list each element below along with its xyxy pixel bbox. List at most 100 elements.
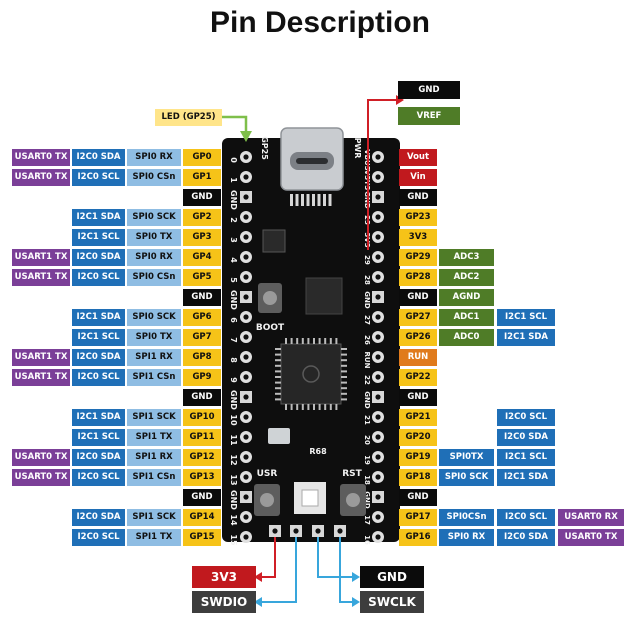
silk-left-number: 1 <box>229 177 238 183</box>
right-pin-gp19: GP19 <box>399 448 437 466</box>
regulator-chip <box>262 229 286 253</box>
page-title: Pin Description <box>209 6 431 39</box>
left-spi-label: SPI1 TX <box>127 428 181 446</box>
chip-lead <box>301 404 304 410</box>
right-pin-gp20: GP20 <box>399 428 437 446</box>
left-uart-label: USART0 TX <box>12 468 70 486</box>
left-pin-gp3: GP3 <box>183 228 221 246</box>
left-pin-gp9: GP9 <box>183 368 221 386</box>
chip-lead <box>329 404 332 410</box>
chip-lead <box>313 338 315 344</box>
debug-pad-hole <box>315 528 321 534</box>
right-spi-label: SPI0 SCK <box>439 468 494 486</box>
pin-hole-left <box>243 454 249 460</box>
left-spi-label: SPI0 TX <box>127 328 181 346</box>
right-uart-label: USART0 TX <box>558 528 624 546</box>
chip-lead <box>341 392 347 395</box>
left-pin-gp4: GP4 <box>183 248 221 266</box>
debug-pad-hole <box>272 528 278 534</box>
right-pin-3v3: 3V3 <box>399 228 437 246</box>
left-pin-gp15: GP15 <box>183 528 221 546</box>
chip-lead <box>313 404 315 410</box>
pin-hole-right <box>375 214 381 220</box>
chip-lead <box>285 404 287 410</box>
silk-right-number: 26 <box>363 335 371 345</box>
silk-left-number: GND <box>229 190 238 210</box>
silk-left-number: 8 <box>229 357 238 363</box>
chip-lead <box>329 338 332 344</box>
pin-hole-left <box>243 154 249 160</box>
rst-label: RST <box>342 469 362 479</box>
pin-hole-right <box>375 394 381 400</box>
usr-button <box>260 493 274 507</box>
right-i2c-label: I2C1 SCL <box>497 308 555 326</box>
pin-hole-left <box>243 494 249 500</box>
pin-hole-left <box>243 534 249 540</box>
left-spi-label: SPI0 SCK <box>127 308 181 326</box>
silk-left-number: 6 <box>229 317 238 323</box>
chip-lead <box>341 381 347 384</box>
silk-right-number: 18 <box>363 475 371 485</box>
left-pin-gnd: GND <box>183 188 221 206</box>
pin-hole-right <box>375 534 381 540</box>
chip-lead <box>341 398 347 401</box>
left-uart-label: USART1 TX <box>12 268 70 286</box>
silk-right-number: 19 <box>363 455 371 465</box>
left-i2c-label: I2C1 SDA <box>72 408 125 426</box>
right-i2c-label: I2C1 SDA <box>497 468 555 486</box>
left-pin-gp8: GP8 <box>183 348 221 366</box>
right-i2c-label: I2C1 SCL <box>497 448 555 466</box>
chip-lead <box>296 404 299 410</box>
right-pin-vin: Vin <box>399 168 437 186</box>
left-spi-label: SPI0 TX <box>127 228 181 246</box>
silk-right-number: GND <box>363 291 371 309</box>
chip-lead <box>318 338 321 344</box>
chip-lead <box>341 376 347 378</box>
silk-left-number: GND <box>229 290 238 310</box>
left-spi-label: SPI1 CSn <box>127 368 181 386</box>
left-spi-label: SPI0 CSn <box>127 268 181 286</box>
chip-lead <box>275 359 281 362</box>
left-i2c-label: I2C0 SCL <box>72 368 125 386</box>
pin-hole-right <box>375 154 381 160</box>
right-pin-gp16: GP16 <box>399 528 437 546</box>
left-pin-gp2: GP2 <box>183 208 221 226</box>
3v3-line <box>258 537 276 578</box>
right-pin-gnd: GND <box>399 488 437 506</box>
chip-lead <box>341 348 347 350</box>
silk-right-number: 20 <box>363 435 371 445</box>
left-spi-label: SPI0 RX <box>127 148 181 166</box>
right-pin-gp29: GP29 <box>399 248 437 266</box>
left-spi-label: SPI1 RX <box>127 348 181 366</box>
chip-lead <box>307 338 310 344</box>
boot-button <box>263 291 277 305</box>
bottom-swdio-label: SWDIO <box>192 591 256 613</box>
pin-hole-right <box>375 174 381 180</box>
left-i2c-label: I2C0 SCL <box>72 168 125 186</box>
left-spi-label: SPI0 CSn <box>127 168 181 186</box>
left-spi-label: SPI1 RX <box>127 448 181 466</box>
pin-hole-right <box>375 454 381 460</box>
chip-logo-icon <box>302 365 320 383</box>
debug-pad-hole <box>293 528 299 534</box>
left-i2c-label: I2C0 SDA <box>72 348 125 366</box>
right-pin-gp26: GP26 <box>399 328 437 346</box>
pin-hole-left <box>243 174 249 180</box>
silk-right-number: 17 <box>363 515 371 525</box>
chip-lead <box>275 370 281 373</box>
silk-right-number: GND <box>363 391 371 409</box>
right-pin-gp21: GP21 <box>399 408 437 426</box>
led-arrow-head <box>240 131 252 142</box>
chip-lead <box>341 370 347 373</box>
pin-hole-right <box>375 374 381 380</box>
silk-left-number: 15 <box>229 534 238 546</box>
silk-left-number: GND <box>229 490 238 510</box>
pin-hole-left <box>243 214 249 220</box>
gp25-silk: GP25 <box>260 136 269 160</box>
silk-left-number: GND <box>229 390 238 410</box>
swclk-line <box>339 537 356 603</box>
pin-hole-left <box>243 434 249 440</box>
pin-hole-left <box>243 374 249 380</box>
